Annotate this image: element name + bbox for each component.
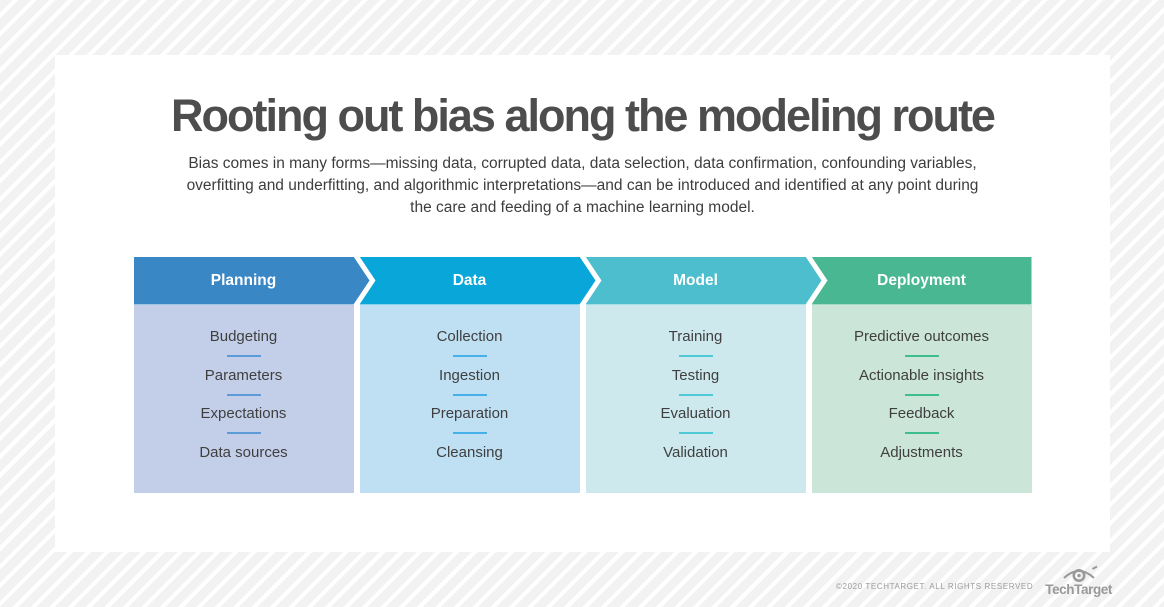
content-card: Rooting out bias along the modeling rout… — [55, 55, 1110, 552]
page-title: Rooting out bias along the modeling rout… — [171, 90, 996, 141]
brand-wordmark: TechTarget — [1045, 581, 1112, 597]
eye-icon — [1062, 565, 1098, 582]
stage-item: Collection — [360, 318, 580, 357]
stage-header-label: Planning — [210, 271, 277, 289]
stage-item: Adjustments — [880, 443, 963, 461]
stage-item: Cleansing — [436, 443, 503, 461]
stage-column-model: Training Testing Evaluation Validation — [585, 304, 806, 493]
stage-item: Data sources — [199, 443, 288, 461]
stage-header-planning: Planning — [133, 256, 370, 305]
stage-header-model: Model — [585, 256, 822, 305]
page-footer: ©2020 TECHTARGET. ALL RIGHTS RESERVED Te… — [836, 564, 1112, 597]
stage-column-deployment: Predictive outcomes Actionable insights … — [811, 304, 1032, 493]
stage-item: Preparation — [360, 395, 580, 434]
stage-header-label: Deployment — [877, 271, 966, 289]
stage-header-label: Model — [673, 271, 718, 289]
stage-header-data: Data — [359, 256, 596, 305]
stage-item: Budgeting — [134, 318, 354, 357]
stage-item: Expectations — [134, 395, 354, 434]
stage-item: Training — [586, 318, 806, 357]
stage-column-planning: Budgeting Parameters Expectations Data s… — [133, 304, 354, 493]
page-subtitle: Bias comes in many forms—missing data, c… — [186, 154, 979, 216]
stage-item: Feedback — [812, 395, 1032, 434]
stage-item: Actionable insights — [812, 356, 1032, 395]
techtarget-logo: TechTarget — [1045, 564, 1112, 597]
stage-column-data: Collection Ingestion Preparation Cleansi… — [359, 304, 580, 493]
stage-item: Ingestion — [360, 356, 580, 395]
stage-item: Predictive outcomes — [812, 318, 1032, 357]
stage-header-deployment: Deployment — [811, 256, 1032, 305]
process-band: Planning Data Model Deployment Budgeting… — [133, 256, 1032, 493]
stage-item: Evaluation — [586, 395, 806, 434]
footer-copyright: ©2020 TECHTARGET. ALL RIGHTS RESERVED — [836, 582, 1034, 591]
stage-item: Parameters — [134, 356, 354, 395]
stage-header-label: Data — [452, 271, 487, 289]
stage-item: Validation — [663, 443, 728, 461]
stage-item: Testing — [586, 356, 806, 395]
